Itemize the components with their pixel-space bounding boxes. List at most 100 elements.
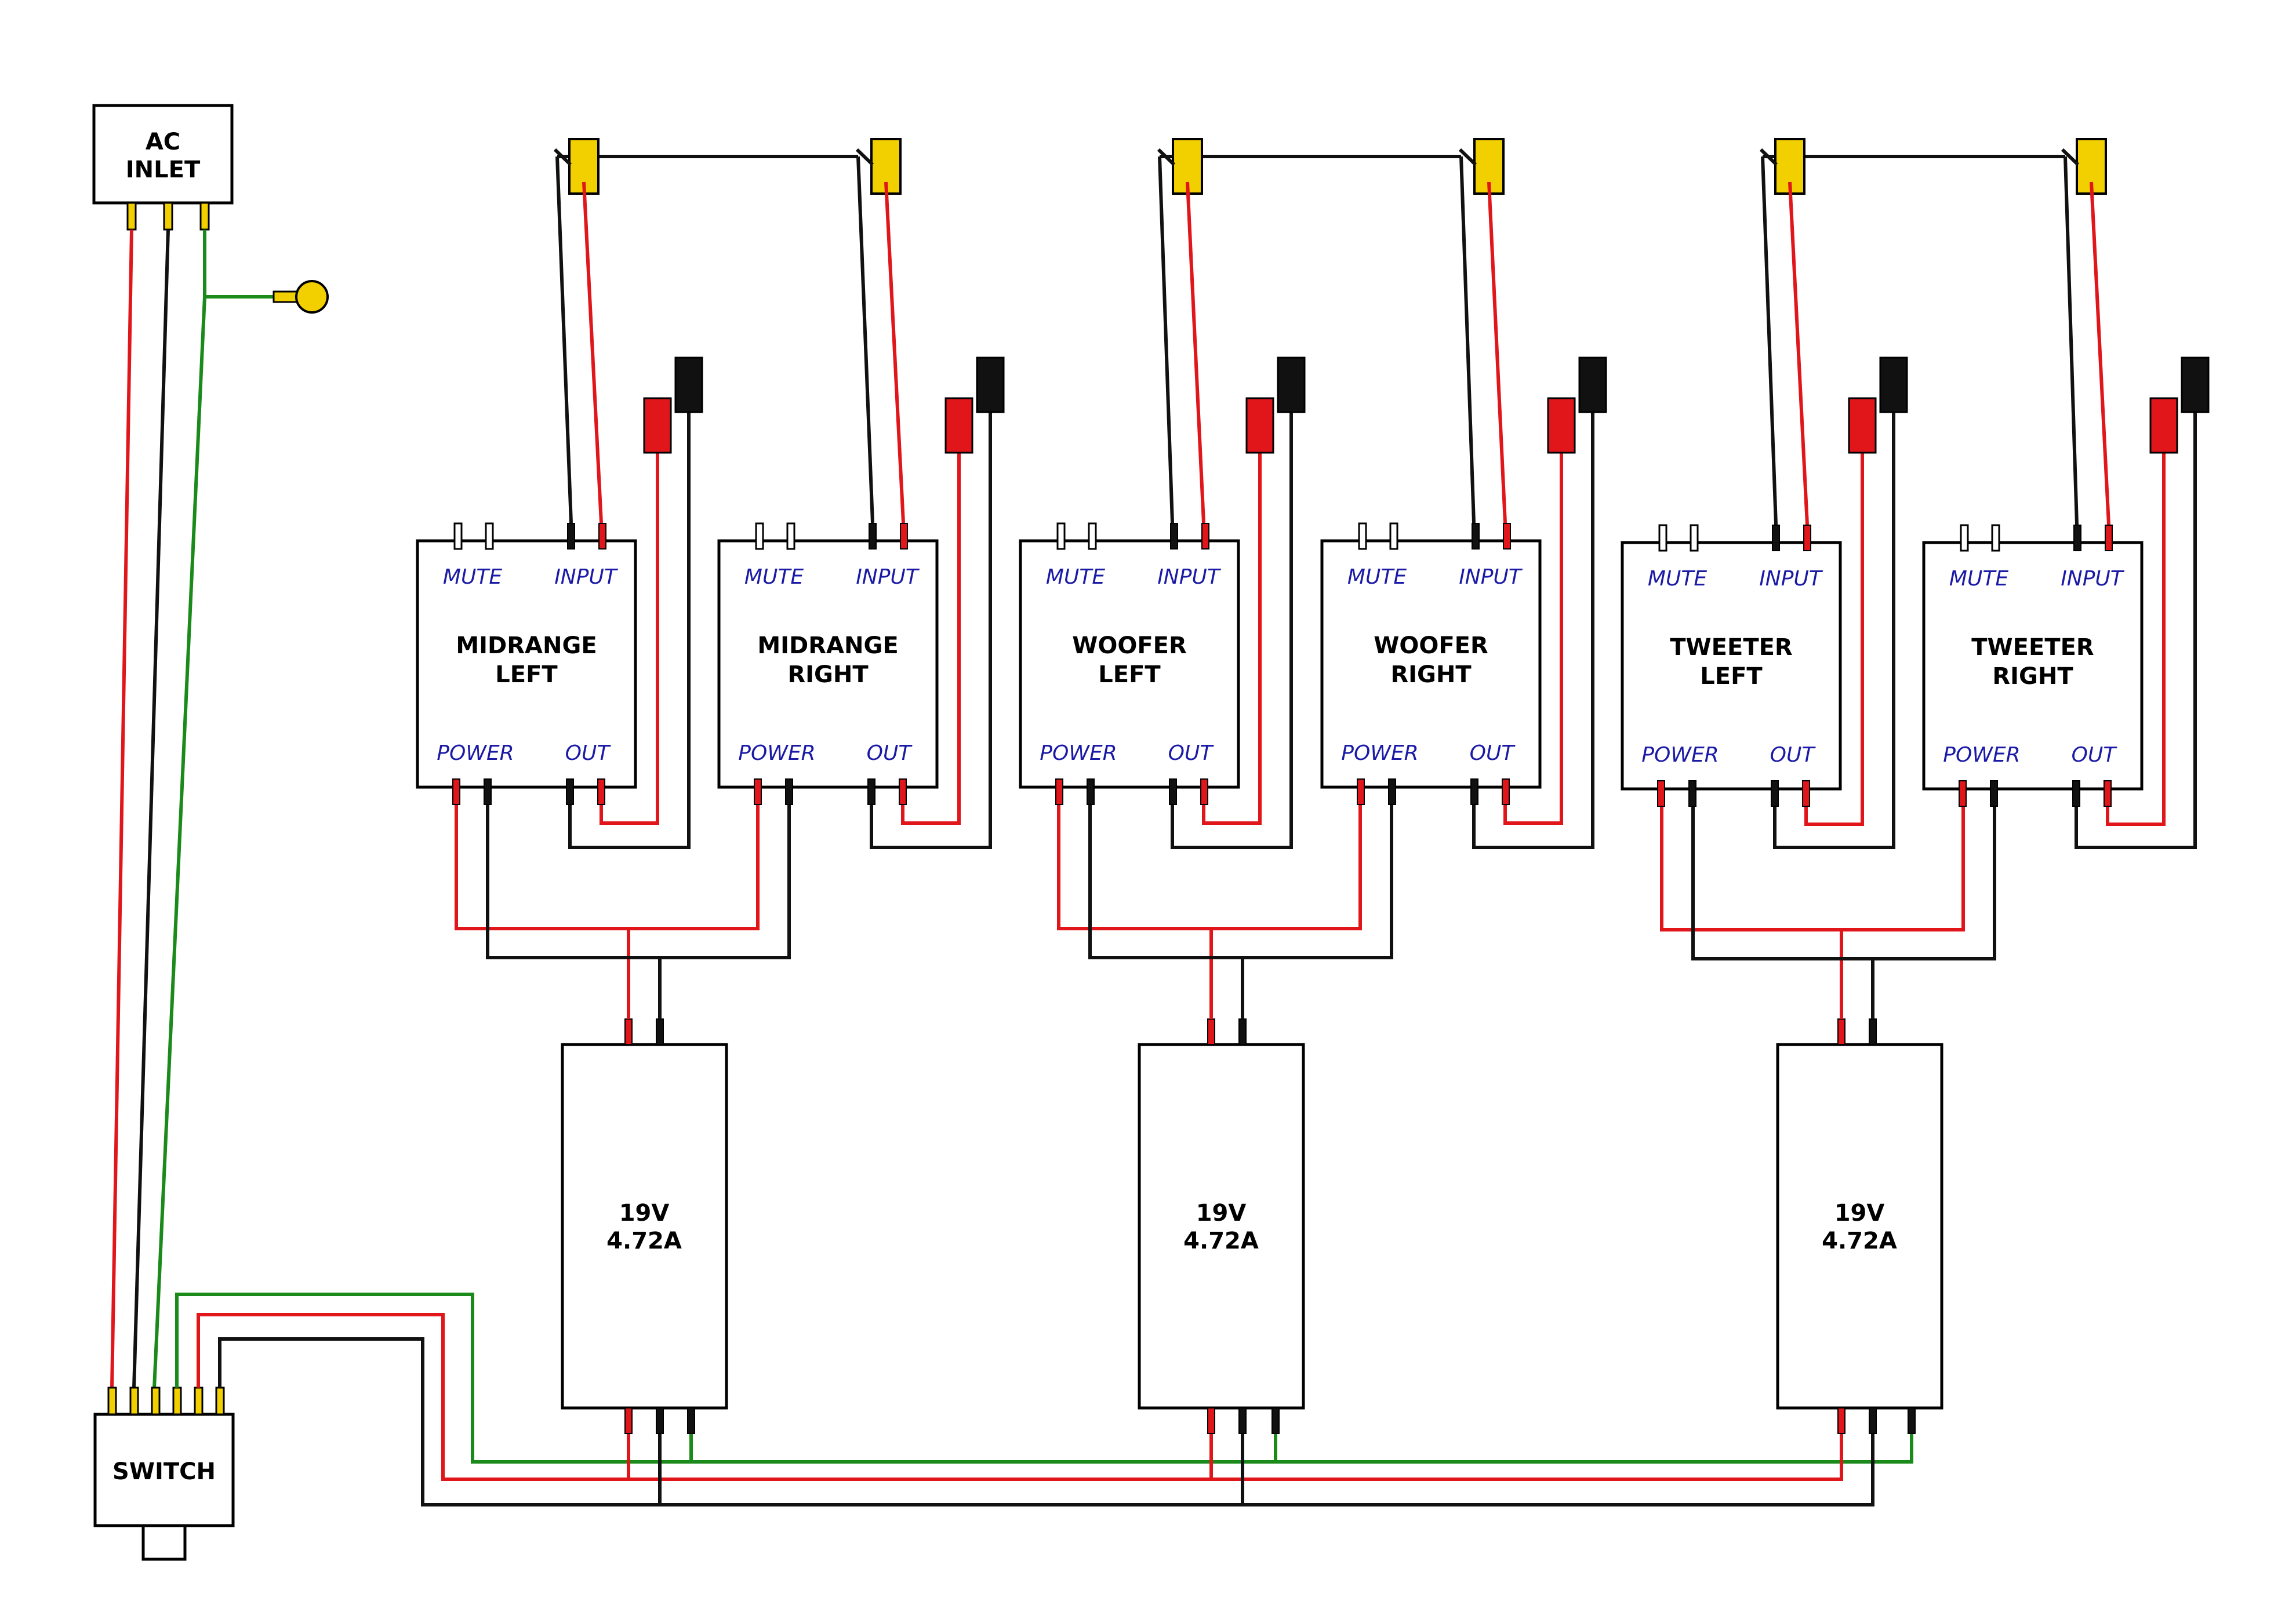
mains-hot-wire (110, 229, 133, 1389)
amp-input-label: INPUT (1157, 565, 1222, 589)
amp-out-label: OUT (1770, 743, 1817, 767)
amp-out-label: OUT (2072, 743, 2118, 767)
mute-pin (755, 522, 764, 550)
speaker-post-positive-icon (1547, 397, 1576, 454)
ground-lug-icon (295, 280, 329, 314)
mute-pin (1658, 524, 1667, 552)
psu-1-voltage: 19V (619, 1200, 670, 1227)
amp-name-line1: WOOFER (1374, 632, 1488, 659)
amp-name-line2: RIGHT (1390, 661, 1472, 688)
amp-name-line2: LEFT (1700, 663, 1763, 690)
power-pin-positive (452, 778, 460, 805)
amp-mute-label: MUTE (1648, 567, 1707, 591)
psu-3-current: 4.72A (1822, 1228, 1897, 1254)
amp-name-line2: LEFT (495, 661, 558, 688)
power-pin-positive (1055, 778, 1063, 805)
input-pin-positive (900, 523, 908, 550)
input-pin-positive (1201, 523, 1209, 550)
amp-name-line1: WOOFER (1072, 632, 1187, 659)
out-pin-positive (1200, 778, 1208, 805)
psu-3-voltage: 19V (1834, 1200, 1885, 1227)
out-pin-negative (1771, 780, 1779, 807)
power-pin-negative (785, 778, 793, 805)
out-pin-negative (566, 778, 574, 805)
switch-actuator (141, 1524, 187, 1561)
amp-out-label: OUT (1168, 741, 1215, 765)
speaker-post-negative-icon (2181, 356, 2210, 413)
power-pin-negative (484, 778, 492, 805)
psu-1-current: 4.72A (606, 1228, 682, 1254)
amp-mute-label: MUTE (1046, 565, 1105, 589)
amp-input-label: INPUT (856, 565, 920, 589)
power-pin-negative (1087, 778, 1095, 805)
dc-distribution (455, 787, 1996, 1019)
speaker-post-negative-icon (674, 356, 703, 413)
ac-inlet-label-line1: AC (146, 129, 180, 155)
power-pin-positive (1959, 780, 1967, 807)
speaker-post-positive-icon (643, 397, 672, 454)
ac-inlet-label-line2: INLET (126, 157, 201, 183)
power-pin-positive (1357, 778, 1365, 805)
power-pin-negative (1990, 780, 1998, 807)
input-pin-negative (1772, 525, 1780, 551)
power-switch: SWITCH (93, 1387, 235, 1561)
speaker-post-positive-icon (944, 397, 973, 454)
mains-neutral-wire (132, 229, 170, 1389)
amp-mute-label: MUTE (744, 565, 804, 589)
speaker-post-negative-icon (1578, 356, 1607, 413)
out-pin-negative (867, 778, 875, 805)
amp-name-line1: MIDRANGE (456, 632, 597, 659)
speaker-posts (643, 356, 2210, 454)
amp-mute-label: MUTE (1347, 565, 1407, 589)
mains-bus (175, 1293, 1913, 1506)
power-supply-3: 19V 4.72A (1776, 1018, 1943, 1434)
amp-power-label: POWER (1040, 741, 1117, 765)
ac-inlet: AC INLET (92, 104, 234, 231)
amp-out-label: OUT (1470, 741, 1516, 765)
mute-pin (1389, 522, 1398, 550)
amp-name-line2: RIGHT (1992, 663, 2073, 690)
mains-ground-wire (152, 296, 206, 1389)
ac-inlet-pin-ground (199, 202, 210, 231)
out-pin-positive (1802, 780, 1810, 807)
amp-mute-label: MUTE (1949, 567, 2008, 591)
amp-name-line2: LEFT (1098, 661, 1161, 688)
hot-bus (197, 1313, 1843, 1481)
speaker-post-positive-icon (2149, 397, 2178, 454)
input-pin-positive (2105, 525, 2113, 551)
input-pin-negative (1170, 523, 1178, 550)
out-pin-positive (899, 778, 907, 805)
speaker-post-positive-icon (1245, 397, 1274, 454)
chassis-ground-lug (203, 230, 329, 314)
amp-power-label: POWER (1341, 741, 1418, 765)
mute-pin (1960, 524, 1969, 552)
mains-wiring (110, 229, 206, 1389)
out-pin-negative (1169, 778, 1177, 805)
input-pin-positive (1503, 523, 1511, 550)
power-pin-negative (1688, 780, 1696, 807)
mute-pin (1088, 522, 1097, 550)
input-pin-negative (869, 523, 877, 550)
amp-power-label: POWER (1641, 743, 1719, 767)
input-pin-negative (567, 523, 575, 550)
input-pin-negative (2073, 525, 2081, 551)
amp-name-line1: TWEETER (1670, 634, 1792, 661)
out-pin-positive (2104, 780, 2112, 807)
input-pin-positive (1803, 525, 1811, 551)
amp-name-line2: RIGHT (787, 661, 869, 688)
input-wiring (555, 156, 2110, 525)
psu-2-voltage: 19V (1196, 1200, 1247, 1227)
psu-2-current: 4.72A (1183, 1228, 1259, 1254)
out-pin-positive (597, 778, 605, 805)
out-pin-negative (2072, 780, 2080, 807)
mute-pin (1358, 522, 1367, 550)
input-pin-positive (598, 523, 606, 550)
amp-power-label: POWER (738, 741, 815, 765)
neutral-bus (218, 1337, 1874, 1506)
amp-out-label: OUT (867, 741, 913, 765)
